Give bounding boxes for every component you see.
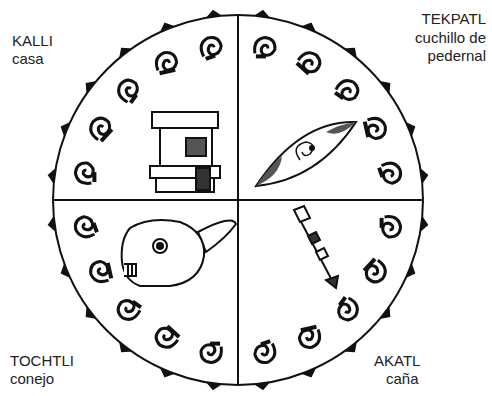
day-sign	[333, 76, 362, 105]
glyph-translation: cuchillo de pedernal	[382, 29, 486, 65]
day-glyphs	[73, 35, 404, 366]
glyph-name: TEKPATL	[422, 10, 486, 28]
wheel-circle	[53, 15, 423, 385]
day-sign	[73, 214, 100, 240]
day-sign	[86, 114, 115, 143]
glyph-name: AKATL	[374, 352, 420, 370]
day-sign	[152, 323, 181, 352]
day-sign	[333, 295, 362, 324]
house-glyph	[150, 112, 220, 192]
day-sign	[75, 163, 96, 183]
day-sign	[295, 48, 324, 77]
day-sign	[255, 37, 275, 58]
wheel-teeth	[48, 10, 429, 391]
rabbit-glyph	[122, 220, 236, 286]
glyph-translation: conejo	[10, 370, 54, 388]
day-sign	[297, 325, 321, 350]
day-sign	[252, 339, 278, 366]
day-sign	[89, 259, 114, 283]
glyph-name: TOCHTLI	[10, 352, 74, 370]
day-sign	[380, 217, 401, 237]
horizontal-divider	[53, 199, 423, 201]
day-sign	[377, 160, 404, 186]
day-sign	[114, 295, 143, 324]
day-sign	[198, 35, 224, 62]
glyph-translation: casa	[12, 50, 44, 68]
glyph-translation: caña	[386, 370, 419, 388]
day-sign	[363, 116, 388, 140]
day-sign	[154, 51, 178, 76]
day-sign	[201, 342, 221, 363]
day-sign	[361, 257, 390, 286]
flint-knife-glyph	[256, 122, 356, 186]
day-sign	[114, 76, 143, 105]
reed-glyph	[294, 206, 338, 288]
glyph-name: KALLI	[12, 32, 53, 50]
